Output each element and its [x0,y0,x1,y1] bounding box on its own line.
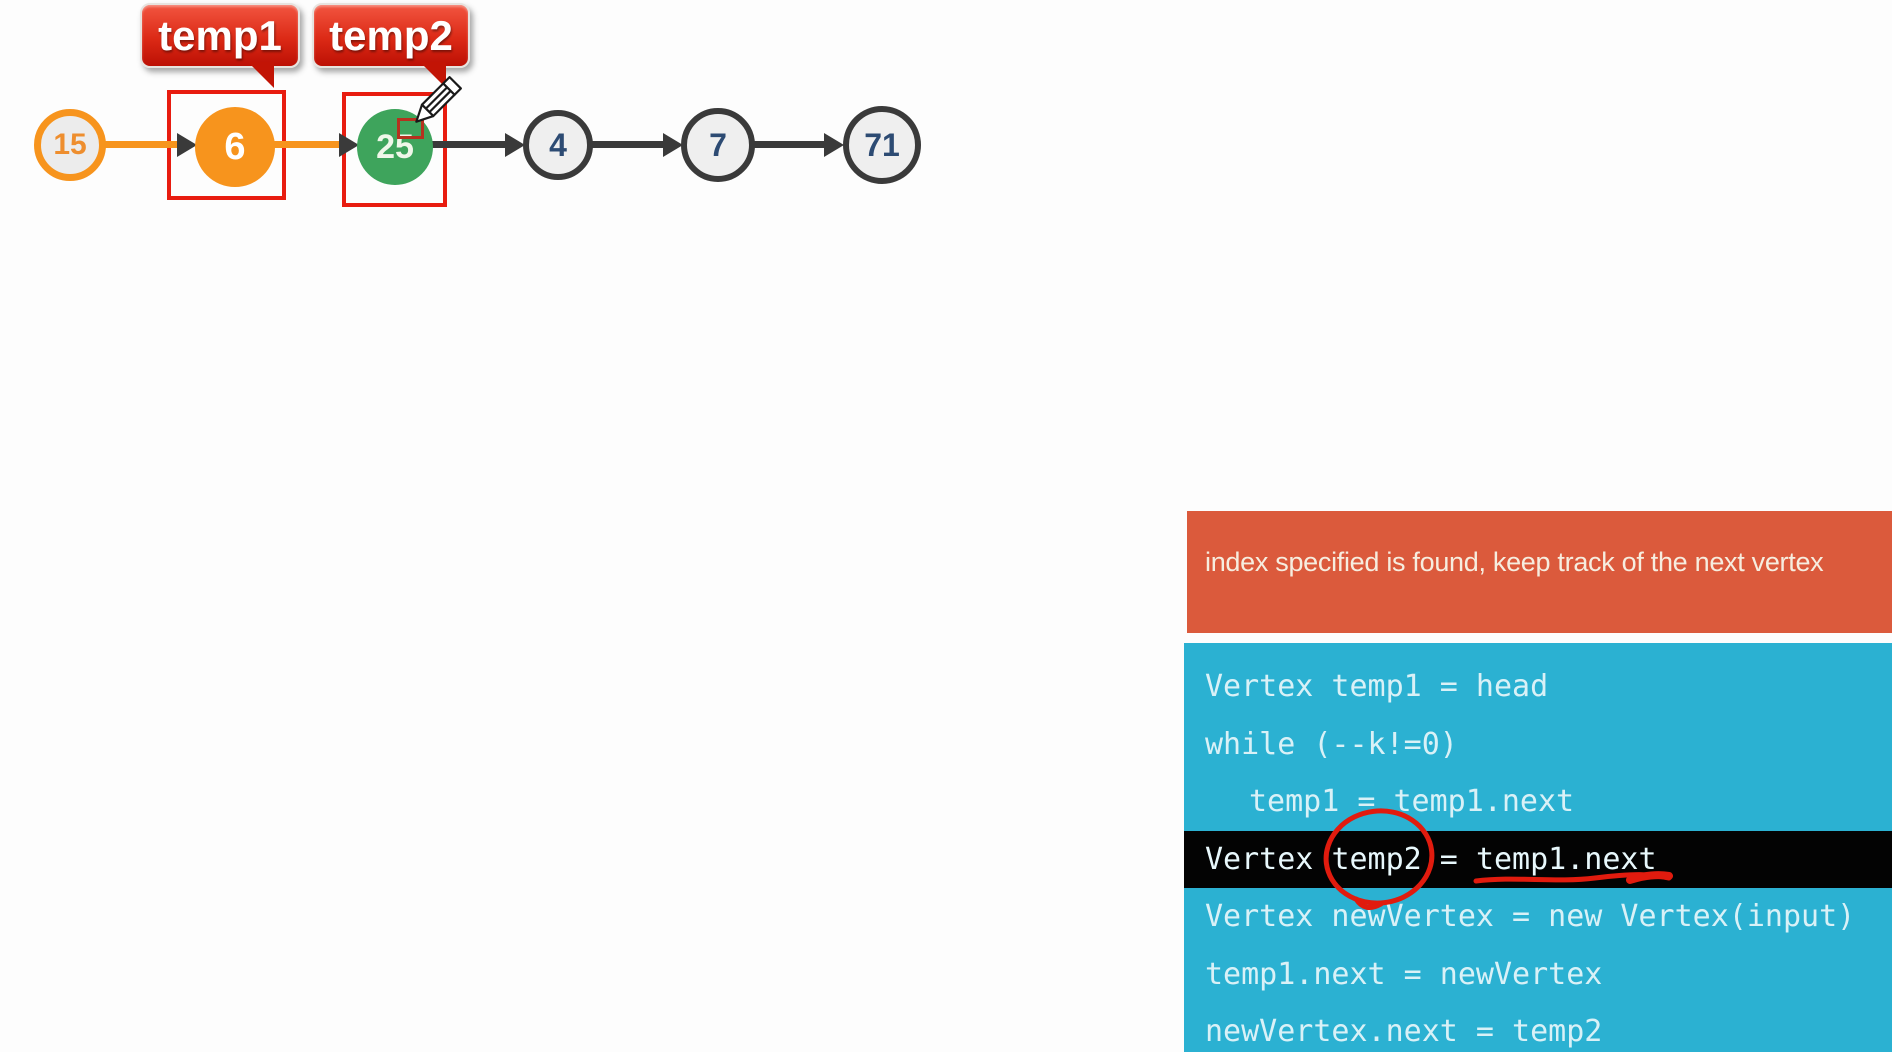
arrow-line-15-6 [104,141,179,148]
list-node-6-value: 6 [224,125,246,168]
arrow-line-4-7 [589,141,665,148]
code-line-4-highlighted: Vertex temp2 = temp1.next [1184,830,1892,888]
code-line-7: newVertex.next = temp2 [1205,1014,1603,1049]
list-node-25-value: 25 [376,127,414,166]
arrow-line-7-71 [753,141,826,148]
code-line-6: temp1.next = newVertex [1205,956,1603,992]
arrow-line-25-4 [431,141,507,148]
list-node-71-value: 71 [864,126,900,163]
list-node-6: 6 [195,107,275,187]
code-lines: Vertex temp1 = head while (--k!=0) temp1… [1184,658,1892,1052]
arrow-head-6-25 [339,133,359,157]
list-node-7-value: 7 [709,126,727,163]
arrow-head-7-71 [824,133,844,157]
pointer-label-temp1-text: temp1 [158,11,282,59]
code-line-2: while (--k!=0) [1205,726,1458,762]
code-panel: Vertex temp1 = head while (--k!=0) temp1… [1184,643,1892,1052]
arrow-line-6-25 [273,141,341,148]
list-node-15-value: 15 [53,128,87,161]
code-line-4-underlined: temp1.next [1475,841,1657,877]
code-line-3: temp1 = temp1.next [1249,784,1575,819]
list-node-7: 7 [681,108,755,182]
code-line-4-circled: temp2 [1331,841,1422,877]
pointer-label-temp2: temp2 [312,3,470,68]
code-step-description-text: index specified is found, keep track of … [1205,547,1824,577]
code-line-4-pre: Vertex [1205,841,1332,877]
list-node-71: 71 [843,106,921,184]
arrow-head-15-6 [177,133,197,157]
pointer-label-temp1: temp1 [140,3,300,68]
code-line-4-mid: = [1421,841,1476,877]
list-node-15: 15 [34,109,106,181]
drawn-rectangle-annotation [397,118,424,139]
pointer-label-temp2-tail [420,62,446,88]
arrow-head-4-7 [663,133,683,157]
code-line-5: Vertex newVertex = new Vertex(input) [1205,899,1856,934]
arrow-head-25-4 [505,133,525,157]
pointer-label-temp2-text: temp2 [329,11,453,59]
list-node-4-value: 4 [549,126,567,163]
pointer-label-temp1-tail [248,62,274,88]
code-line-1: Vertex temp1 = head [1205,669,1549,704]
list-node-4: 4 [523,110,593,180]
code-step-description: index specified is found, keep track of … [1187,511,1892,633]
